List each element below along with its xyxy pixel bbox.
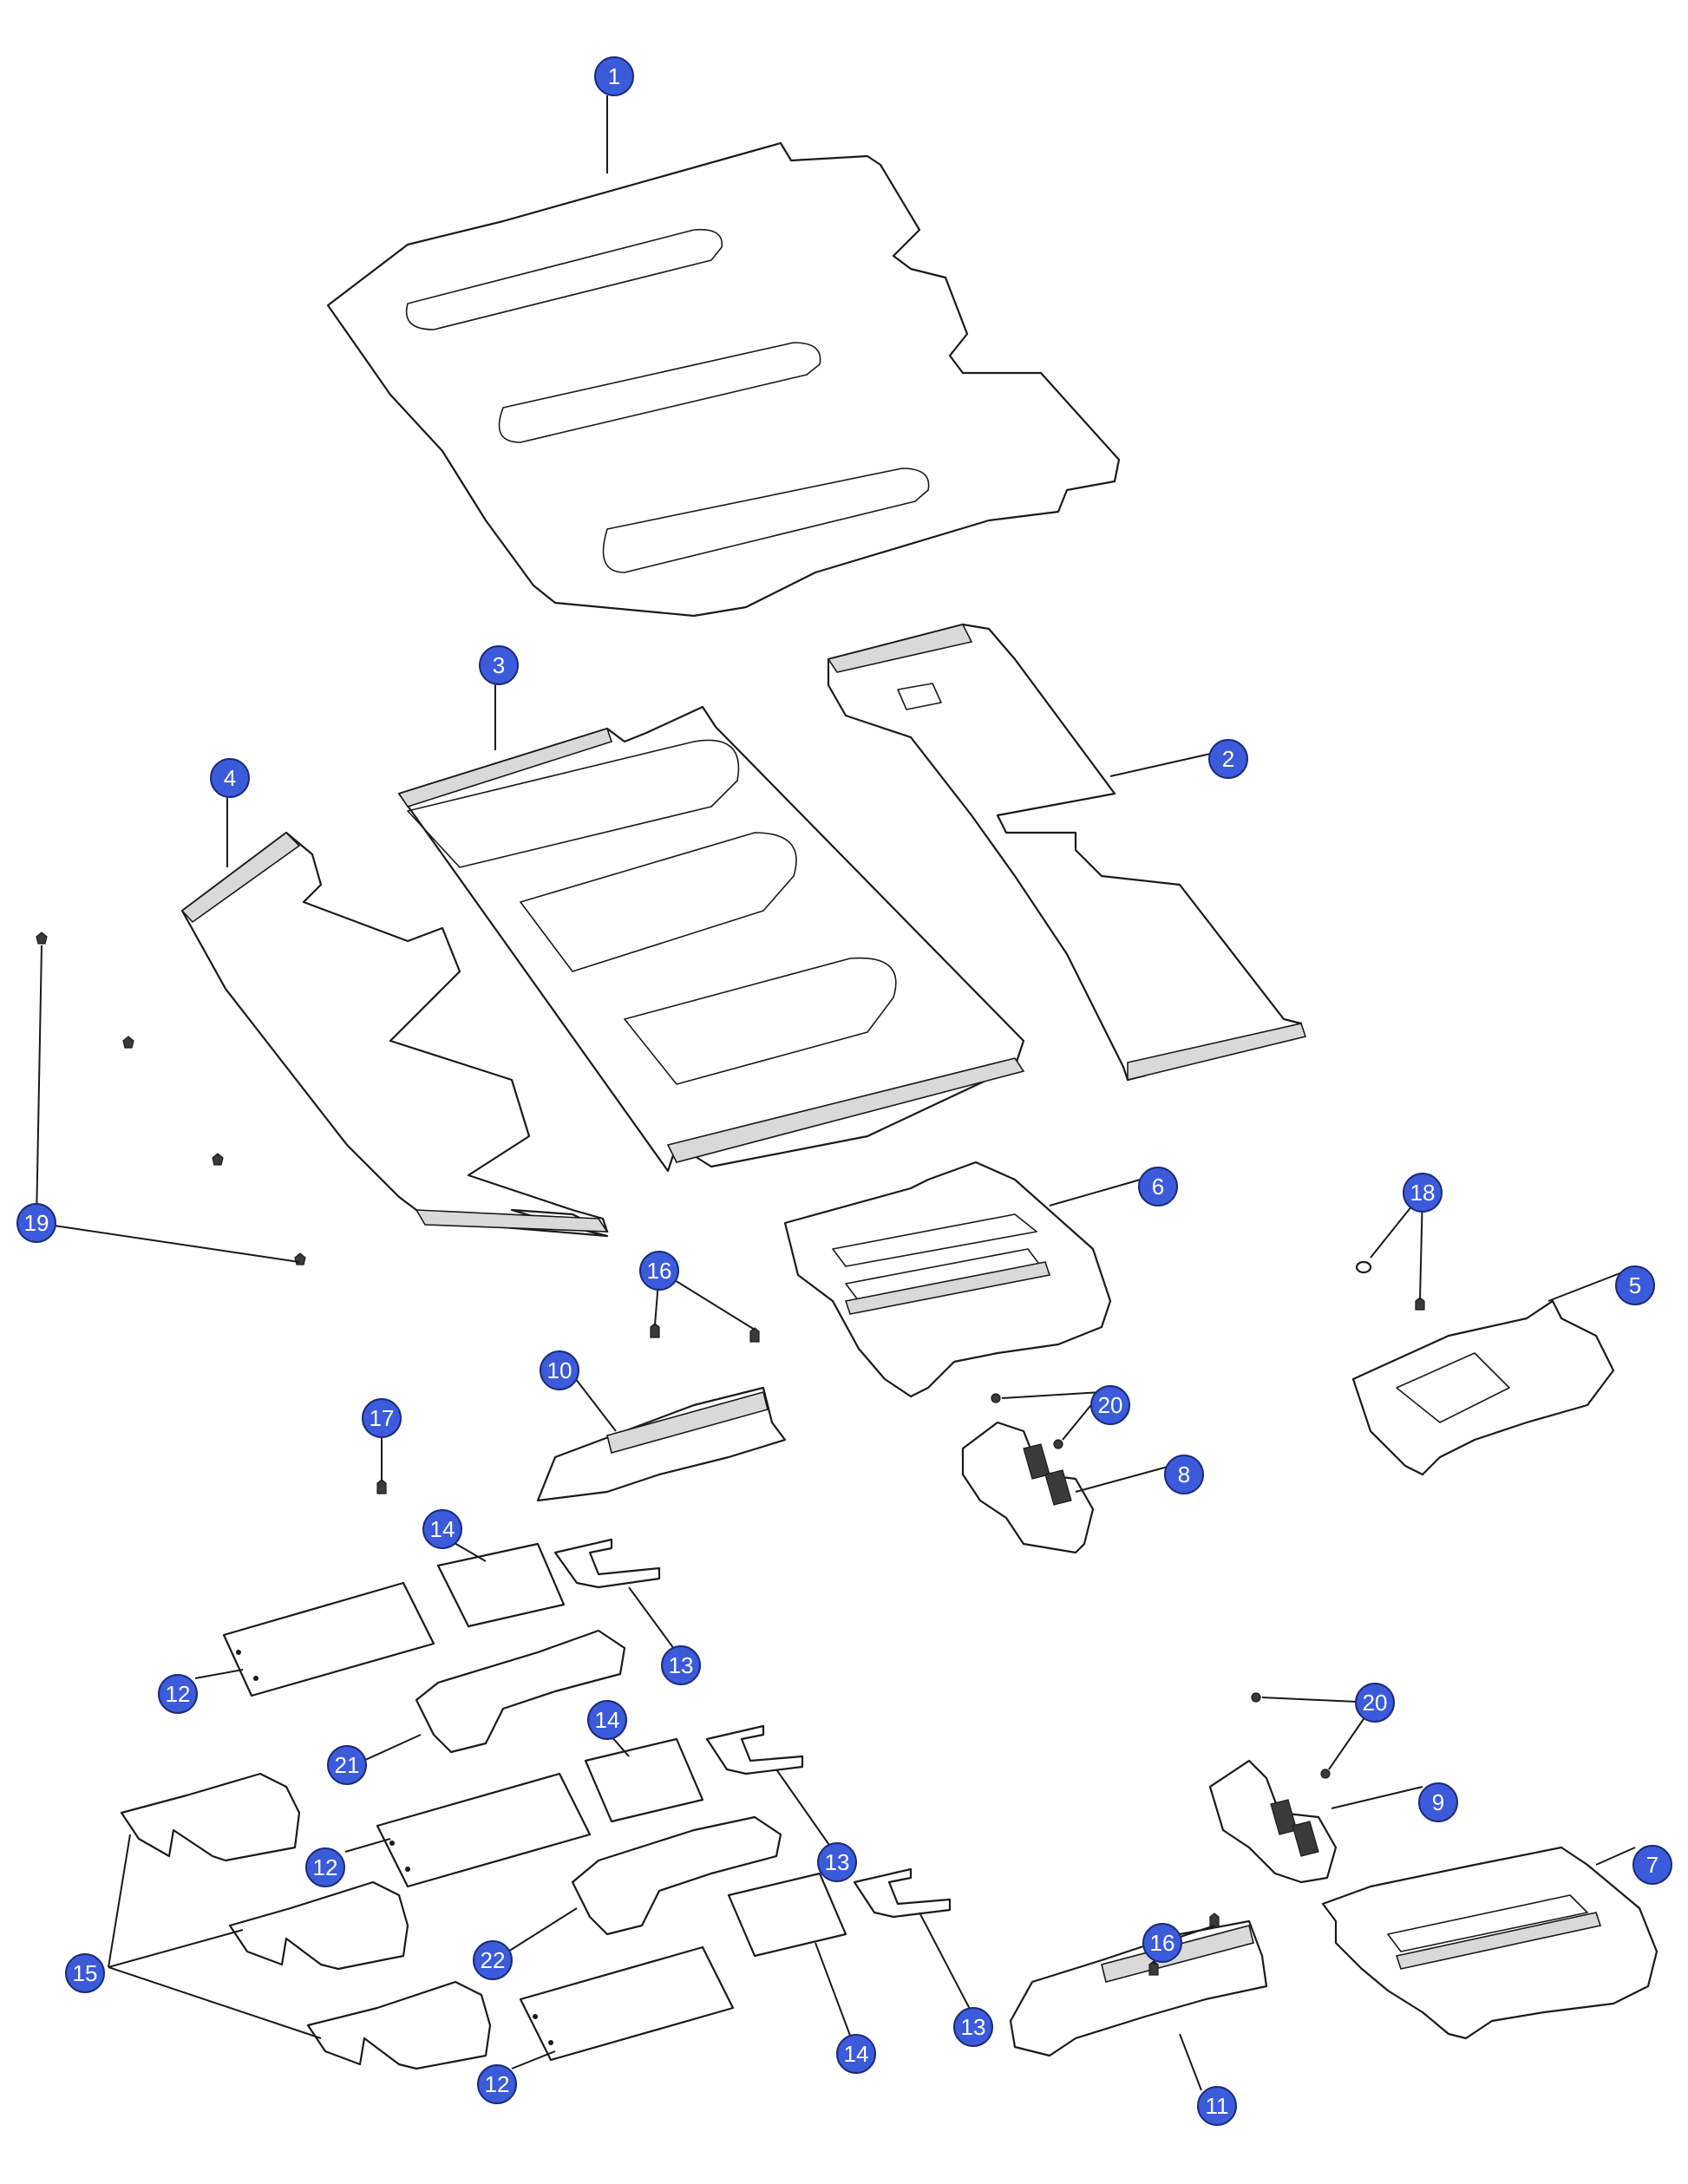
callout-6: 6 — [1138, 1167, 1178, 1206]
callout-20-upper: 20 — [1090, 1385, 1130, 1425]
part-14-pad-middle — [584, 1737, 704, 1823]
callout-10: 10 — [540, 1350, 579, 1390]
part-12-plate-upper — [222, 1581, 435, 1697]
part-1-top-plate — [326, 141, 1121, 618]
svg-text:13: 13 — [961, 2014, 986, 2040]
svg-text:10: 10 — [547, 1357, 572, 1383]
svg-text:13: 13 — [669, 1652, 694, 1678]
callout-19: 19 — [16, 1203, 56, 1243]
callout-12-lower: 12 — [477, 2064, 517, 2104]
svg-text:2: 2 — [1222, 746, 1234, 772]
callout-4: 4 — [210, 758, 250, 798]
svg-text:9: 9 — [1432, 1789, 1444, 1815]
svg-text:12: 12 — [313, 1854, 338, 1880]
part-5-small-tray — [1351, 1299, 1615, 1476]
part-4-left-tray — [180, 831, 609, 1238]
part-22-cable-guide — [571, 1815, 782, 1936]
svg-text:7: 7 — [1646, 1852, 1659, 1878]
callout-3: 3 — [479, 645, 519, 685]
callout-16-upper: 16 — [639, 1251, 679, 1291]
callout-13-lower: 13 — [953, 2007, 993, 2047]
part-14-pad-lower — [727, 1872, 847, 1958]
callout-11: 11 — [1197, 2086, 1237, 2126]
callout-13-upper: 13 — [661, 1645, 701, 1685]
part-11-cable-guide — [1009, 1919, 1268, 2057]
svg-text:1: 1 — [608, 63, 620, 89]
part-13-clip-upper — [553, 1538, 661, 1589]
part-2-right-tray — [827, 623, 1307, 1082]
svg-text:15: 15 — [73, 1960, 98, 1986]
part-13-clip-lower — [853, 1867, 952, 1919]
callout-1: 1 — [594, 56, 634, 96]
svg-text:6: 6 — [1152, 1174, 1164, 1200]
svg-text:5: 5 — [1629, 1272, 1641, 1298]
svg-text:19: 19 — [24, 1210, 49, 1236]
part-3-middle-tray — [397, 705, 1025, 1173]
svg-text:12: 12 — [166, 1681, 191, 1707]
svg-text:22: 22 — [481, 1947, 506, 1973]
callout-21: 21 — [327, 1745, 367, 1785]
callout-17: 17 — [362, 1398, 402, 1438]
callout-20-lower: 20 — [1355, 1683, 1395, 1723]
callout-15: 15 — [65, 1953, 105, 1993]
part-6-bracket — [783, 1161, 1112, 1398]
callout-16-lower: 16 — [1142, 1923, 1182, 1963]
svg-text:20: 20 — [1363, 1690, 1388, 1716]
part-21-cable-guide — [415, 1629, 626, 1754]
svg-text:16: 16 — [647, 1258, 672, 1284]
part-14-pad-upper — [436, 1542, 566, 1628]
part-10-cable-guide — [536, 1386, 787, 1502]
part-8-connector — [961, 1421, 1095, 1554]
callout-22: 22 — [473, 1940, 513, 1980]
svg-text:11: 11 — [1206, 2093, 1229, 2119]
part-12-plate-middle — [376, 1772, 592, 1888]
svg-text:14: 14 — [430, 1516, 455, 1542]
callout-14-lower: 14 — [836, 2034, 876, 2074]
callout-8: 8 — [1164, 1455, 1204, 1494]
part-15-latches — [120, 1772, 492, 2070]
callout-18: 18 — [1403, 1173, 1443, 1213]
part-12-plate-lower — [519, 1945, 735, 2062]
callout-5: 5 — [1615, 1265, 1655, 1305]
callout-12-middle: 12 — [305, 1847, 345, 1887]
callout-14-upper: 14 — [422, 1509, 462, 1549]
svg-text:20: 20 — [1098, 1392, 1123, 1418]
svg-text:8: 8 — [1178, 1461, 1190, 1488]
svg-text:12: 12 — [485, 2071, 510, 2097]
svg-text:21: 21 — [335, 1752, 360, 1778]
part-7-bracket — [1321, 1846, 1659, 2040]
svg-text:16: 16 — [1150, 1930, 1175, 1956]
callout-12-upper: 12 — [158, 1674, 198, 1714]
part-13-clip-middle — [705, 1724, 804, 1775]
svg-text:4: 4 — [224, 765, 236, 791]
callout-9: 9 — [1418, 1782, 1458, 1822]
callout-13-middle: 13 — [817, 1842, 857, 1882]
callout-14-middle: 14 — [587, 1700, 627, 1740]
svg-text:3: 3 — [493, 652, 505, 678]
svg-text:17: 17 — [370, 1405, 395, 1431]
callout-2: 2 — [1208, 739, 1248, 779]
svg-text:18: 18 — [1410, 1180, 1436, 1206]
callout-7: 7 — [1632, 1845, 1672, 1885]
svg-text:14: 14 — [595, 1707, 620, 1733]
callouts: 1 2 3 4 5 6 7 8 9 10 11 12 12 12 13 13 1… — [16, 56, 1672, 2126]
part-9-connector — [1208, 1759, 1338, 1884]
fasteners — [36, 932, 1425, 1976]
svg-text:14: 14 — [844, 2041, 869, 2067]
svg-text:13: 13 — [825, 1849, 850, 1875]
